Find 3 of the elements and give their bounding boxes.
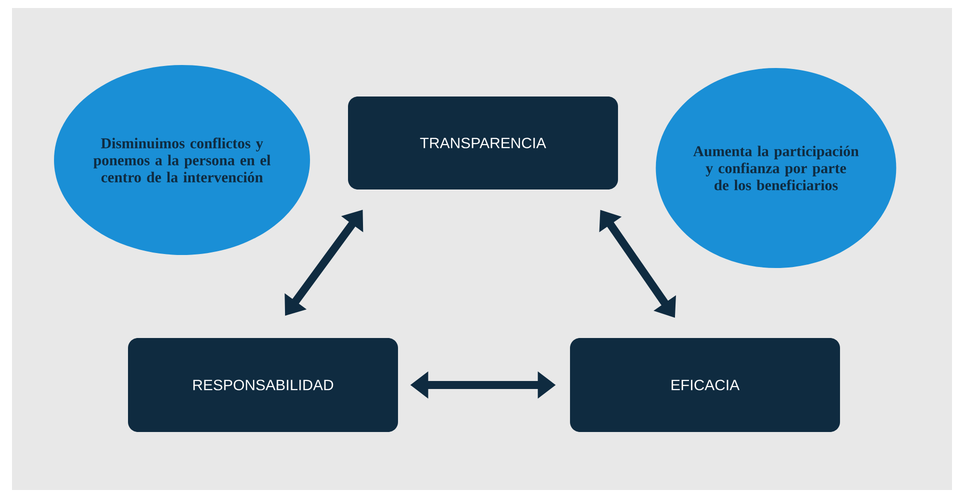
box: EFICACIA	[570, 338, 840, 432]
box: RESPONSABILIDAD	[128, 338, 398, 432]
box: TRANSPARENCIA	[348, 96, 618, 190]
